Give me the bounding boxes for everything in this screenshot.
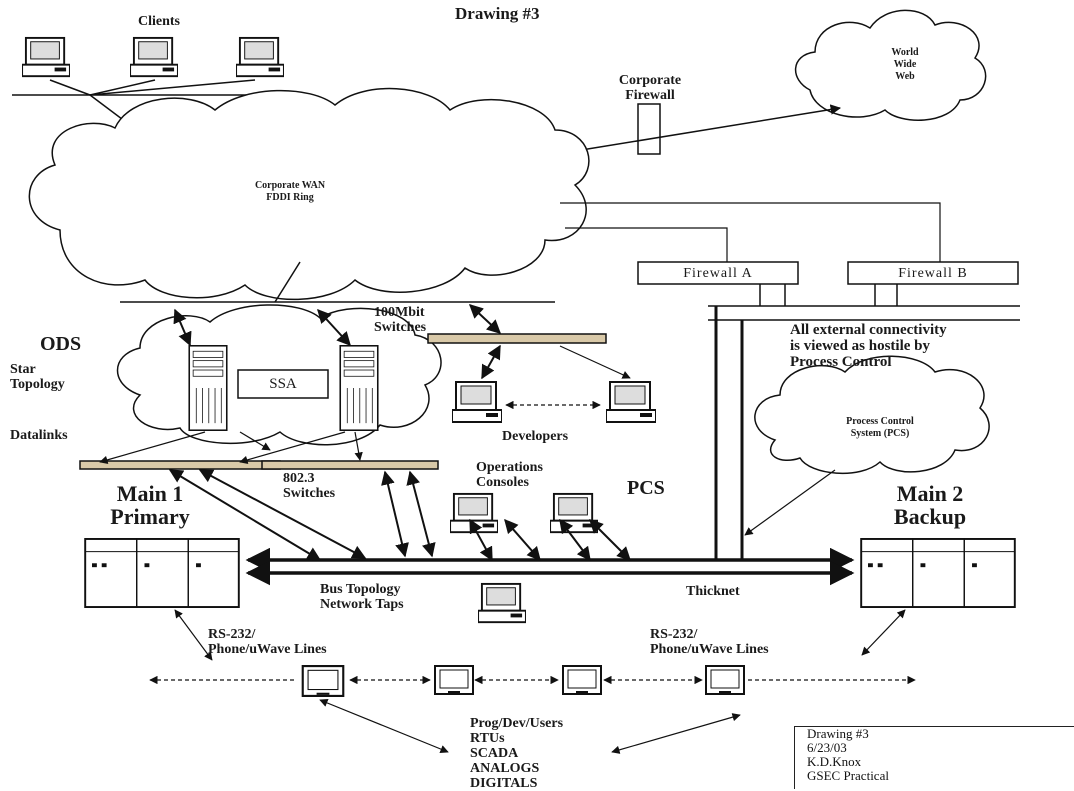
corporate-wan-cloud-icon	[28, 87, 590, 301]
rtu-monitor-icon	[301, 665, 345, 697]
client-computer-icon	[130, 36, 178, 78]
legend-line: Drawing #3	[807, 726, 869, 741]
pcs-cloud-icon	[754, 355, 990, 475]
client-computer-icon	[236, 36, 284, 78]
developers-label: Developers	[502, 429, 569, 444]
datalinks-label: Datalinks	[10, 428, 68, 443]
rtu-monitor-icon	[434, 665, 474, 695]
main1-mainframe-icon	[84, 538, 240, 608]
external-lines	[708, 284, 1020, 560]
firewall-a-box	[637, 261, 799, 285]
ods-server-icon	[339, 345, 379, 431]
ods-label: ODS	[40, 333, 82, 355]
legend-line: 6/23/03	[807, 740, 847, 755]
ssa-box	[237, 369, 329, 399]
pcs-label: PCS	[627, 477, 665, 499]
main2-mainframe-icon	[860, 538, 1016, 608]
wan-links	[560, 202, 941, 262]
firewall-b-label: Firewall B	[898, 266, 968, 281]
legend-line: K.D.Knox	[807, 754, 862, 769]
drawing-legend-box: Drawing #3 6/23/03 K.D.Knox GSEC Practic…	[794, 726, 1074, 789]
rtu-monitor-icon	[562, 665, 602, 695]
connection-arrows	[99, 304, 906, 754]
rs232-left-label: RS-232/Phone/uWave Lines	[208, 627, 327, 657]
developer-computer-icon	[452, 381, 502, 423]
rtu-monitor-icon	[704, 665, 746, 695]
switch-icon	[427, 333, 607, 344]
firewall-a-label: Firewall A	[683, 266, 753, 281]
ods-server-icon	[188, 345, 228, 431]
switch-icon	[79, 460, 281, 470]
switch-icon	[261, 460, 439, 470]
thicknet-label: Thicknet	[686, 584, 740, 599]
client-computer-icon	[22, 36, 70, 78]
clients-label: Clients	[138, 14, 180, 29]
drawing-title: Drawing #3	[455, 4, 540, 23]
www-cloud-icon	[794, 9, 987, 121]
ssa-label: SSA	[269, 376, 297, 392]
firewall-b-box	[847, 261, 1019, 285]
rs232-right-label: RS-232/Phone/uWave Lines	[650, 627, 769, 657]
legend-line: GSEC Practical	[807, 768, 889, 783]
corporate-firewall-icon	[637, 103, 661, 155]
console-computer-icon	[550, 492, 598, 534]
thicknet-bus	[245, 547, 855, 586]
developer-computer-icon	[606, 381, 656, 423]
console-computer-icon	[478, 582, 526, 624]
